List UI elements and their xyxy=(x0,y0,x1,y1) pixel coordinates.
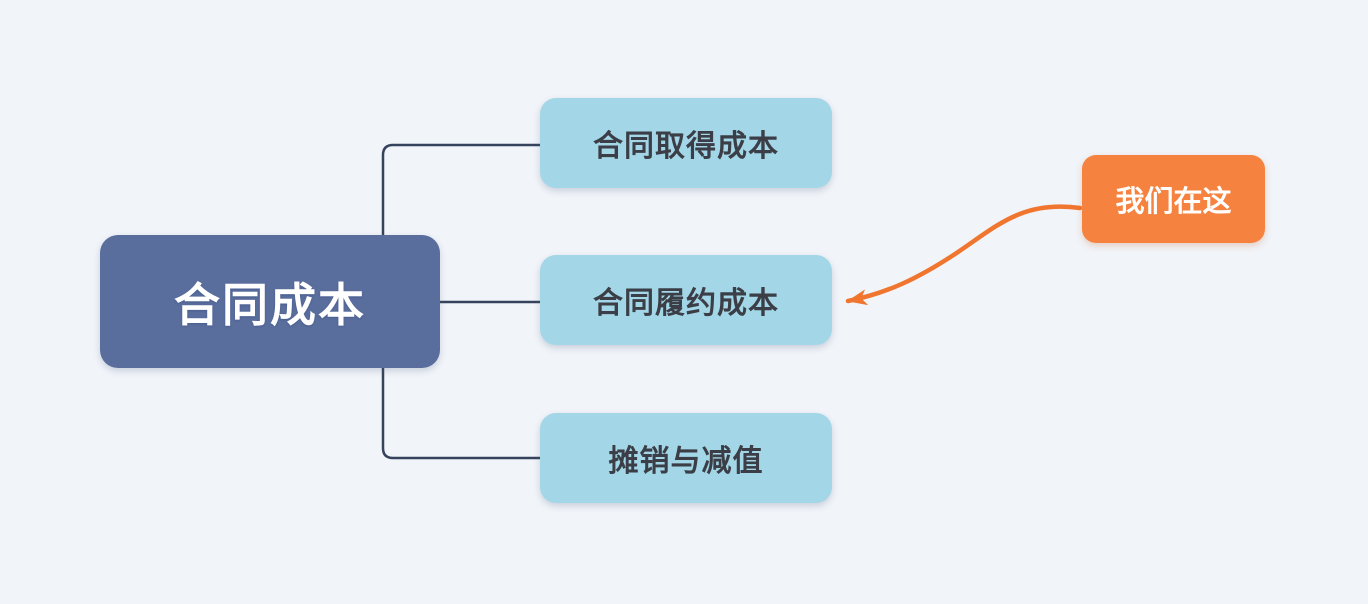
callout-arrow xyxy=(845,204,1083,306)
child-node-contract-acquisition-cost[interactable]: 合同取得成本 xyxy=(540,98,832,188)
callout-we-are-here[interactable]: 我们在这 xyxy=(1082,155,1265,243)
child-node-amortization-impairment[interactable]: 摊销与减值 xyxy=(540,413,832,503)
root-node-contract-cost[interactable]: 合同成本 xyxy=(100,235,440,368)
child-node-contract-performance-cost[interactable]: 合同履约成本 xyxy=(540,255,832,345)
